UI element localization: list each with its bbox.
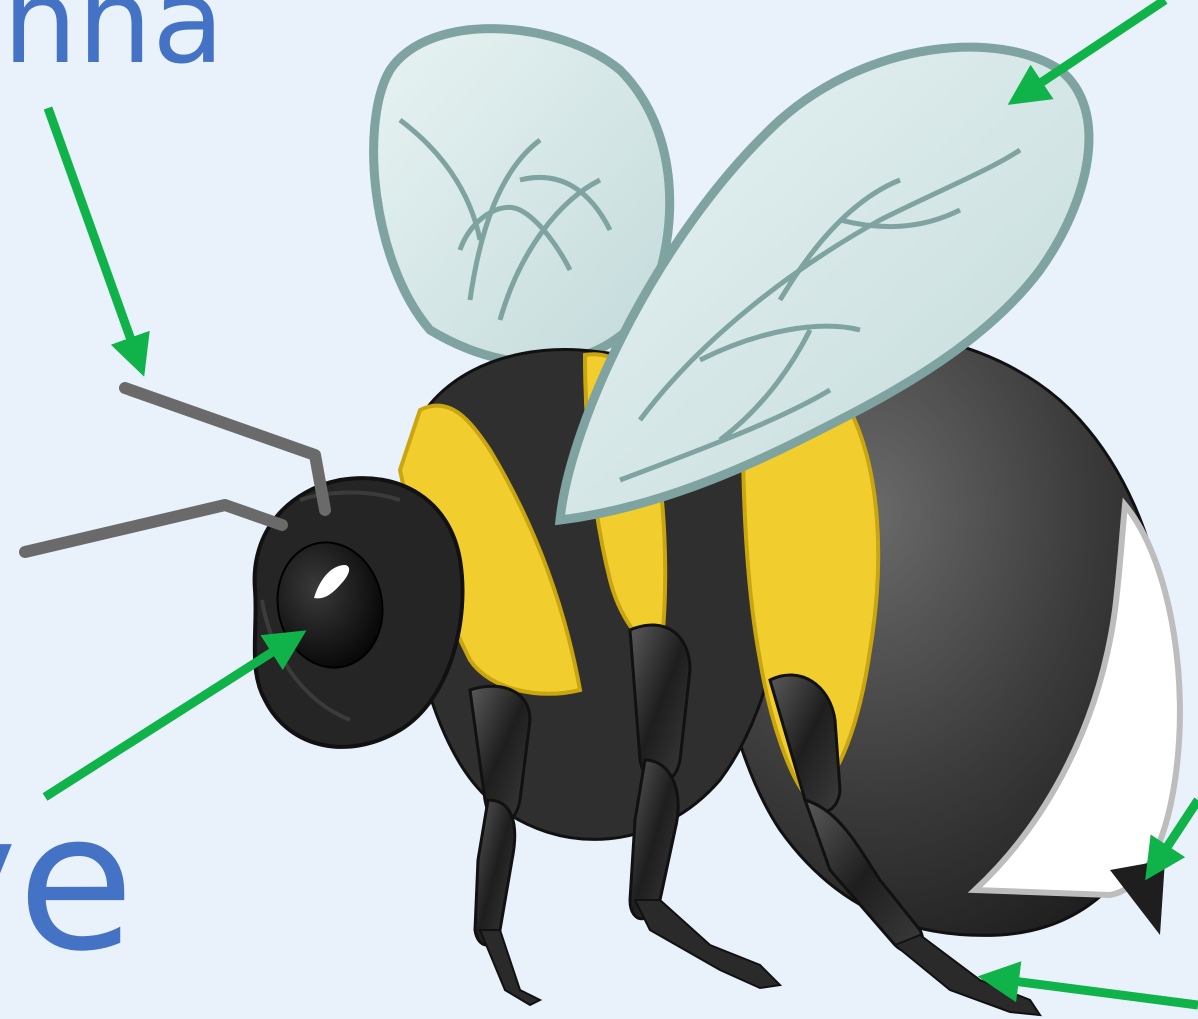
eye-arrow — [45, 637, 296, 797]
back-wing — [374, 29, 670, 363]
antenna-arrow — [48, 108, 140, 365]
wing-arrow — [1018, 0, 1165, 98]
bee-antennae — [25, 388, 325, 552]
